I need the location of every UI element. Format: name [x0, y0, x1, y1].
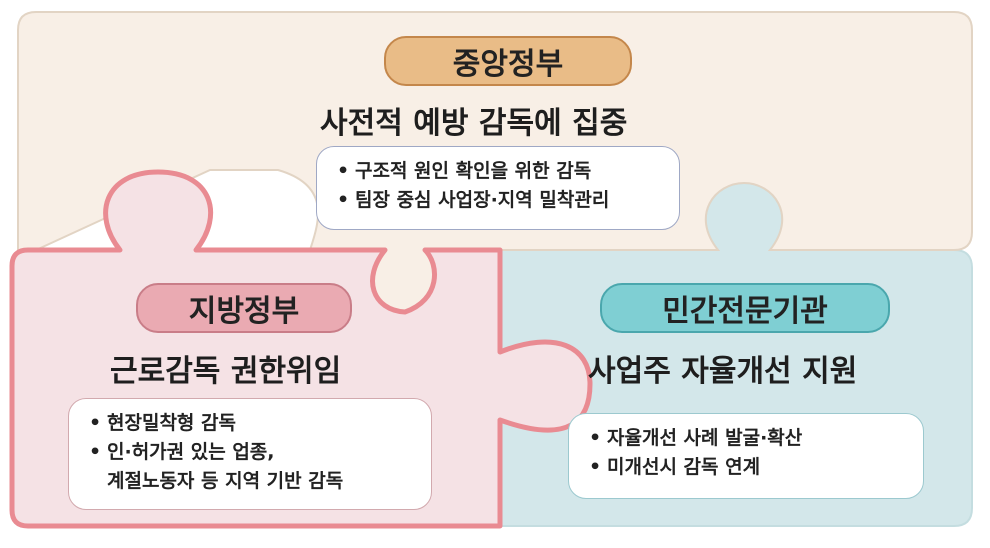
bullet: • — [337, 160, 350, 182]
list-item: • 현장밀착형 감독 — [89, 409, 417, 438]
bullet: • — [589, 456, 602, 478]
private-institution-box: • 자율개선 사례 발굴·확산 • 미개선시 감독 연계 — [568, 413, 924, 499]
private-institution-subtitle: 사업주 자율개선 지원 — [588, 354, 858, 389]
list-item: • 팀장 중심 사업장·지역 밀착관리 — [337, 186, 665, 215]
list-item-text: 현장밀착형 감독 — [107, 412, 236, 434]
bullet: • — [589, 427, 602, 449]
local-government-title: 지방정부 — [188, 294, 300, 329]
list-item: • 구조적 원인 확인을 위한 감독 — [337, 157, 665, 186]
list-item-text: 팀장 중심 사업장·지역 밀착관리 — [355, 189, 610, 211]
list-item: • 자율개선 사례 발굴·확산 — [589, 424, 909, 453]
central-government-badge: 중앙정부 — [384, 36, 632, 86]
local-government-subtitle: 근로감독 권한위임 — [110, 354, 342, 389]
bullet: • — [89, 412, 102, 434]
bullet: • — [337, 189, 350, 211]
central-government-subtitle: 사전적 예방 감독에 집중 — [320, 106, 628, 141]
bullet: • — [89, 441, 102, 463]
list-item-text: 인·허가권 있는 업종, — [107, 441, 275, 463]
local-government-badge: 지방정부 — [136, 283, 352, 333]
private-institution-title: 민간전문기관 — [662, 294, 828, 329]
list-item-continuation: 계절노동자 등 지역 기반 감독 — [107, 470, 344, 492]
central-government-title: 중앙정부 — [452, 47, 564, 82]
private-institution-badge: 민간전문기관 — [600, 283, 890, 333]
list-item-text: 자율개선 사례 발굴·확산 — [607, 427, 803, 449]
local-government-box: • 현장밀착형 감독 • 인·허가권 있는 업종, 계절노동자 등 지역 기반 … — [68, 398, 432, 510]
list-item-text: 미개선시 감독 연계 — [607, 456, 761, 478]
list-item-text: 구조적 원인 확인을 위한 감독 — [355, 160, 592, 182]
list-item: • 인·허가권 있는 업종, — [89, 438, 417, 467]
central-government-box: • 구조적 원인 확인을 위한 감독 • 팀장 중심 사업장·지역 밀착관리 — [316, 146, 680, 230]
list-item: • 미개선시 감독 연계 — [589, 453, 909, 482]
